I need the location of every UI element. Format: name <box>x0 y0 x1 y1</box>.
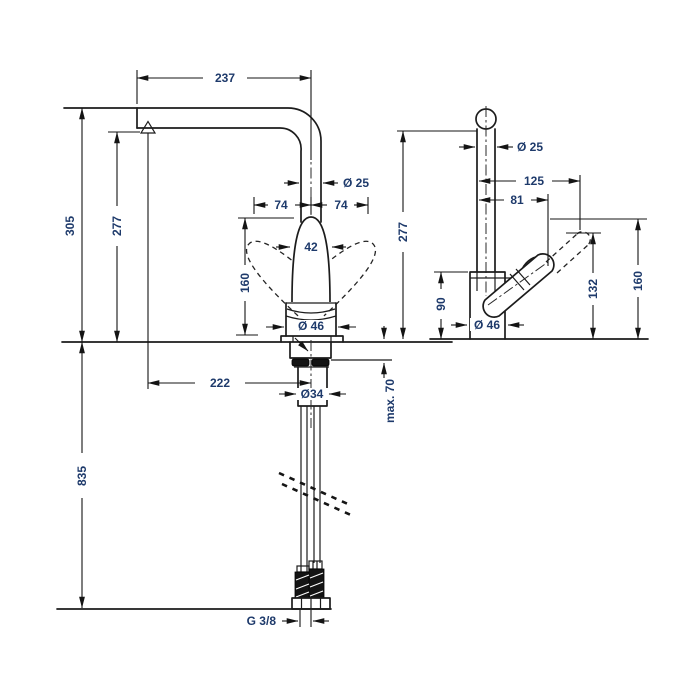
handle-lever <box>482 253 555 318</box>
dim-label-side-pipe-dia: Ø 25 <box>517 140 543 154</box>
supply-hoses <box>278 406 354 610</box>
dim-front-spout-dia: Ø 25 <box>284 176 369 190</box>
dim-side-lever-reach: 81 <box>478 193 549 266</box>
dim-side-clearance-height: 160 <box>550 218 647 340</box>
dim-front-shank-dia: Ø34 <box>279 387 346 401</box>
dim-side-lever-height-open: 132 <box>566 232 601 340</box>
dim-label-front-handle-width: 42 <box>304 240 318 254</box>
dim-label-side-lever-height-open: 132 <box>586 279 600 299</box>
dim-front-reach-center: 222 <box>147 133 312 390</box>
handle-front <box>291 216 331 303</box>
dim-label-side-lever-reach-open: 125 <box>524 174 544 188</box>
dim-label-front-reach-top: 237 <box>215 71 235 85</box>
dim-front-overall-height: 305 <box>63 107 85 343</box>
mounting-assembly <box>289 337 332 407</box>
dim-label-front-spout-dia: Ø 25 <box>343 176 369 190</box>
dim-side-pipe-dia: Ø 25 <box>459 140 543 154</box>
dim-label-side-spout-height: 277 <box>396 222 410 242</box>
dim-front-body-dia: Ø 46 <box>266 319 356 333</box>
gasket <box>291 358 310 367</box>
dim-label-front-thread: G 3/8 <box>247 614 277 628</box>
dim-label-front-counter-max: max. 70 <box>383 379 397 423</box>
dim-front-handle-height: 160 <box>236 217 294 336</box>
dim-front-reach-top: 237 <box>136 70 312 160</box>
break-line <box>278 471 351 507</box>
dim-front-handle-width: 42 <box>276 240 346 254</box>
dim-side-body-height: 90 <box>434 271 468 340</box>
dim-front-thread: G 3/8 <box>247 610 329 628</box>
dim-label-side-lever-reach: 81 <box>510 193 524 207</box>
front-view: 237 305 277 Ø 25 74 74 <box>56 70 453 628</box>
dim-side-spout-height: 277 <box>396 130 477 340</box>
dim-label-front-swing-right: 74 <box>334 198 348 212</box>
dim-label-front-body-dia: Ø 46 <box>298 319 324 333</box>
body-front <box>280 302 344 343</box>
spout-side-outline <box>475 106 497 296</box>
dim-label-front-reach-center: 222 <box>210 376 230 390</box>
dim-label-side-clearance-height: 160 <box>631 271 645 291</box>
dim-side-lever-reach-open: 125 <box>478 174 581 230</box>
dim-front-hose-length: 835 <box>75 341 89 609</box>
break-line <box>281 482 354 518</box>
dim-label-front-handle-height: 160 <box>238 273 252 293</box>
dim-label-front-swing-left: 74 <box>274 198 288 212</box>
dim-label-front-hose-length: 835 <box>75 466 89 486</box>
dim-label-side-body-height: 90 <box>434 297 448 311</box>
dim-label-front-shank-dia: Ø34 <box>301 387 324 401</box>
lever-side <box>482 231 591 318</box>
dim-front-handle-swing: 74 74 <box>253 197 369 214</box>
dim-front-counter-max: max. 70 <box>331 326 397 423</box>
side-view: Ø 25 125 81 277 90 <box>396 106 649 340</box>
dim-side-body-dia: Ø 46 <box>451 318 524 332</box>
dim-label-front-spout-height: 277 <box>110 216 124 236</box>
fixation-leader-arrow <box>294 337 309 352</box>
dim-label-side-body-dia: Ø 46 <box>474 318 500 332</box>
dim-label-front-overall-height: 305 <box>63 216 77 236</box>
dim-front-spout-height: 277 <box>108 131 140 343</box>
gasket <box>311 358 330 367</box>
